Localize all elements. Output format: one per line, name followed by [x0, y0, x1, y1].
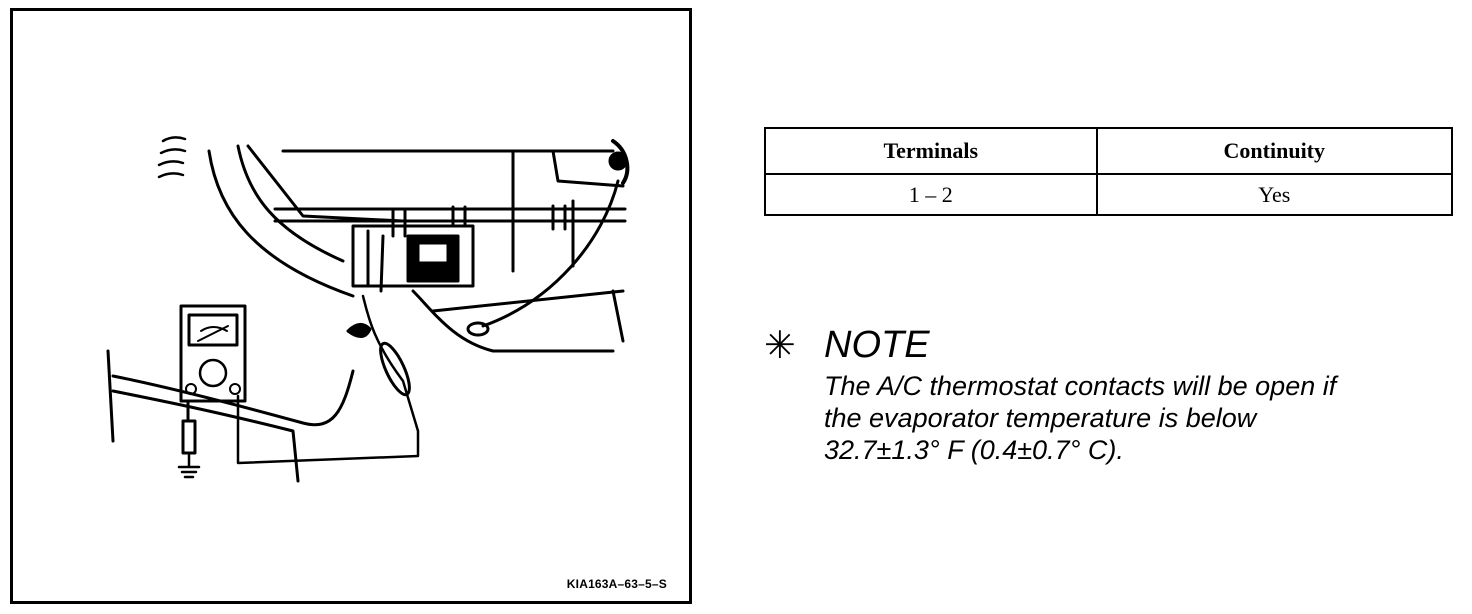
note-line: the evaporator temperature is below	[824, 403, 1257, 433]
figure-code: KIA163A–63–5–S	[566, 577, 667, 591]
note-title: NOTE	[824, 324, 930, 366]
note-block: ✳ NOTE The A/C thermostat contacts will …	[764, 326, 1444, 466]
cell-continuity: Yes	[1095, 173, 1454, 216]
table-header-row: Terminals Continuity	[764, 127, 1454, 175]
column-header-terminals: Terminals	[764, 127, 1098, 175]
note-line: The A/C thermostat contacts will be open…	[824, 371, 1337, 401]
continuity-table: Terminals Continuity 1 – 2 Yes	[764, 127, 1454, 216]
table-row: 1 – 2 Yes	[764, 173, 1454, 216]
figure-frame: KIA163A–63–5–S	[10, 8, 692, 604]
note-line: 32.7±1.3° F (0.4±0.7° C).	[824, 435, 1124, 465]
cell-terminals: 1 – 2	[764, 173, 1098, 216]
note-text: The A/C thermostat contacts will be open…	[824, 370, 1444, 466]
thermostat-test-illustration	[106, 136, 630, 483]
column-header-continuity: Continuity	[1095, 127, 1454, 175]
asterisk-icon: ✳	[764, 323, 796, 367]
